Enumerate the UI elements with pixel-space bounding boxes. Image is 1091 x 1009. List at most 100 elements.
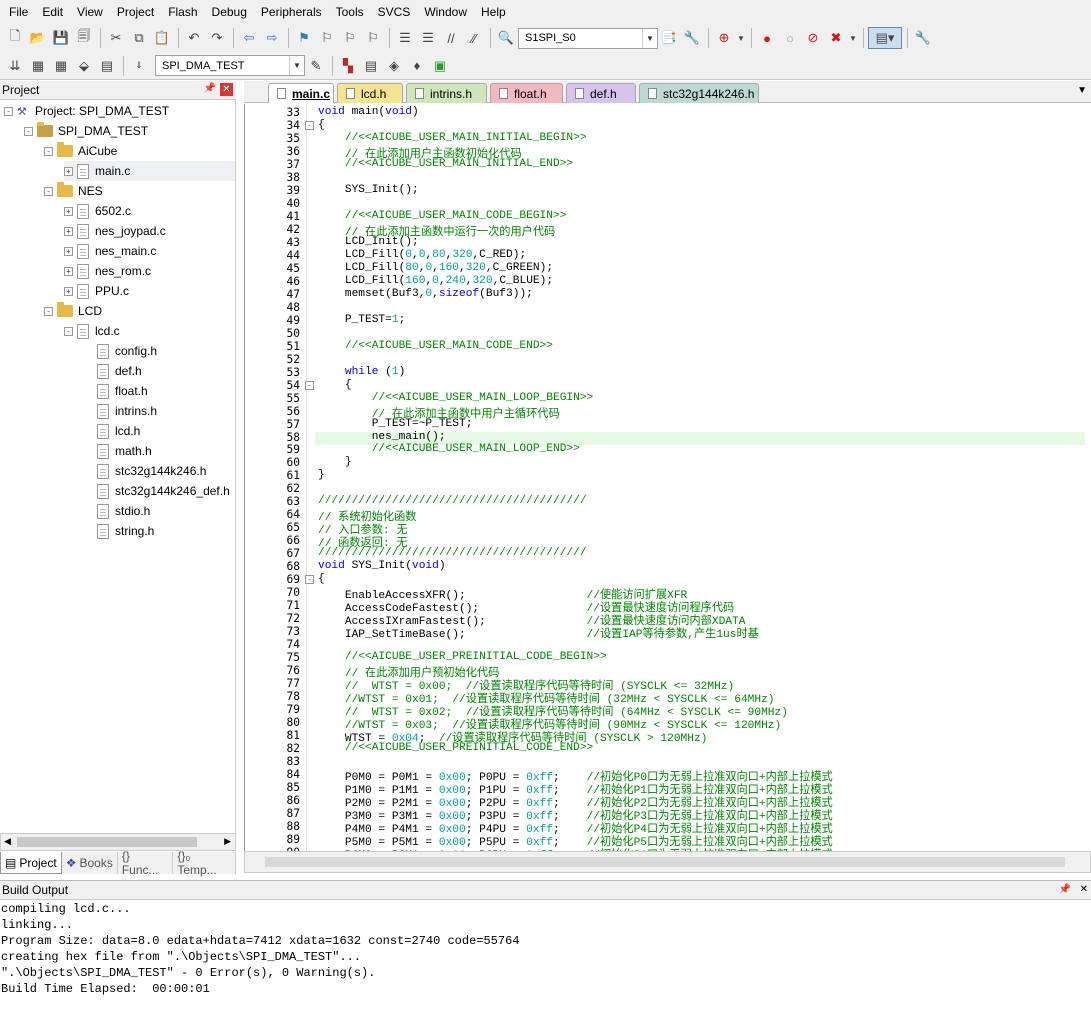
editor-tab[interactable]: float.h [490,83,563,103]
tree-item[interactable]: -lcd.c [64,321,235,341]
editor-tab[interactable]: lcd.h [337,83,403,103]
next-bookmark-icon[interactable]: ⚐ [344,30,356,45]
target-select[interactable]: SPI_DMA_TEST▼ [155,55,305,76]
tree-item[interactable]: -SPI_DMA_TEST [24,121,235,141]
tree-item[interactable]: def.h [84,361,235,381]
code-line[interactable]: //<<AICUBE_USER_MAIN_CODE_BEGIN>> [344,209,567,222]
fold-toggle-icon[interactable]: - [305,575,314,585]
scrollbar-thumb[interactable] [265,857,1065,867]
tree-item[interactable]: lcd.h [84,421,235,441]
collapse-icon[interactable]: - [24,126,33,136]
copy-icon[interactable]: ⧉ [134,30,144,45]
open-folder-icon[interactable]: 📂 [29,30,47,45]
code-line[interactable]: //WTST = 0x01; //设置读取程序代码等待时间 (32MHz < S… [344,694,775,707]
tree-item[interactable]: stdio.h [84,501,235,521]
menu-item-flash[interactable]: Flash [168,5,198,19]
editor-tab[interactable]: stc32g144k246.h [639,83,759,103]
tree-item[interactable]: stc32g144k246_def.h [84,481,235,501]
code-line[interactable]: P_TEST=1; [318,313,406,326]
tab-books[interactable]: ❖Books [62,852,118,874]
code-line[interactable]: IAP_SetTimeBase(); //设置IAP等待参数,产生1us时基 [318,629,759,642]
menu-item-tools[interactable]: Tools [335,5,364,19]
code-line[interactable]: // 在此添加主函数中用户主循环代码 [371,408,560,421]
close-icon[interactable]: ✕ [220,83,233,96]
collapse-icon[interactable]: - [44,146,53,156]
menu-item-view[interactable]: View [77,5,103,19]
build-icon[interactable]: ▦ [31,57,45,73]
menu-item-peripherals[interactable]: Peripherals [260,5,322,19]
code-line[interactable]: SYS_Init(); [318,183,419,196]
build-output-pane[interactable]: compiling lcd.c...linking...Program Size… [0,901,1091,1009]
tree-item[interactable]: +6502.c [64,201,235,221]
kill-all-breakpoints-icon[interactable]: ✖ [830,30,842,45]
code-line[interactable]: EnableAccessXFR(); //使能访问扩展XFR [318,590,688,603]
editor-horizontal-scrollbar[interactable] [244,851,1091,873]
debug-session-icon[interactable]: ⊕ [718,30,730,45]
scroll-right-icon[interactable]: ▶ [224,836,231,846]
code-line[interactable]: AccessIXramFastest(); //设置最快速度访问内部XDATA [318,616,746,629]
tree-item[interactable]: intrins.h [84,401,235,421]
code-line[interactable]: } [318,456,352,469]
menu-item-window[interactable]: Window [424,5,467,19]
find-combo[interactable]: S1SPI_S0▼ [518,27,658,49]
scrollbar-thumb[interactable] [17,837,197,847]
aicube-icon[interactable]: ▣ [433,57,447,73]
code-line[interactable]: LCD_Fill(80,0,160,320,C_GREEN); [318,261,554,274]
chevron-down-icon[interactable]: ▼ [849,33,857,43]
close-icon[interactable]: ✕ [1079,884,1088,895]
expand-icon[interactable]: + [64,206,73,216]
bookmark-icon[interactable]: ⚑ [298,30,310,45]
disable-breakpoint-icon[interactable]: ○ [786,30,794,46]
code-line[interactable]: // 在此添加用户预初始化代码 [344,668,500,681]
code-line[interactable]: //////////////////////////////////////// [318,547,587,560]
code-line[interactable]: //<<AICUBE_USER_PREINITIAL_CODE_END>> [344,742,594,755]
cut-icon[interactable]: ✂ [110,30,122,45]
menu-item-edit[interactable]: Edit [42,5,64,19]
code-line[interactable]: void main(void) [318,106,419,118]
code-line[interactable]: memset(Buf3,0,sizeof(Buf3)); [318,287,533,300]
fold-toggle-icon[interactable]: - [305,120,314,130]
code-line[interactable]: //<<AICUBE_USER_MAIN_INITIAL_END>> [344,157,574,170]
editor-tab[interactable]: main.c [268,83,334,103]
tree-item[interactable]: +nes_rom.c [64,261,235,281]
incremental-find-icon[interactable]: 🔧 [683,30,701,45]
code-line[interactable]: //////////////////////////////////////// [318,495,587,508]
disable-all-breakpoints-icon[interactable]: ⊘ [807,30,819,45]
editor-tab[interactable]: def.h [566,83,636,103]
code-line[interactable]: AccessCodeFastest(); //设置最快速度访问程序代码 [318,603,735,616]
tab-templates[interactable]: {}₀ Temp... [173,849,236,877]
tree-item[interactable]: +nes_joypad.c [64,221,235,241]
code-line[interactable]: P5M0 = P5M1 = 0x00; P5PU = 0xff; //初始化P5… [318,836,833,849]
tree-item[interactable]: float.h [84,381,235,401]
code-line[interactable]: // 入口参数: 无 [318,525,408,538]
paste-icon[interactable]: 📋 [153,30,171,45]
code-line[interactable]: void SYS_Init(void) [318,560,446,573]
menu-item-debug[interactable]: Debug [211,5,247,19]
expand-icon[interactable]: + [64,286,73,296]
editor-tab[interactable]: intrins.h [406,83,487,103]
back-arrow-icon[interactable]: ⇦ [243,30,255,45]
project-horizontal-scrollbar[interactable]: ◀ ▶ [0,833,236,851]
download-load-icon[interactable]: ⇓ [135,60,143,70]
save-icon[interactable]: 💾 [52,30,70,45]
collapse-icon[interactable]: - [4,106,13,116]
target-options-icon[interactable]: ✎ [310,57,322,73]
tree-item[interactable]: +PPU.c [64,281,235,301]
code-line[interactable]: P_TEST=~P_TEST; [318,417,473,430]
code-line[interactable]: //<<AICUBE_USER_PREINITIAL_CODE_BEGIN>> [344,651,607,664]
pin-icon[interactable]: 📌 [203,83,216,94]
find-in-files-icon[interactable]: 🔍 [497,30,515,45]
chevron-down-icon[interactable]: ▼ [737,33,745,43]
menu-item-project[interactable]: Project [116,5,155,19]
code-line[interactable]: // WTST = 0x00; //设置读取程序代码等待时间 (SYSCLK <… [344,681,735,694]
save-all-icon[interactable]: 🗐 [77,28,91,43]
forward-arrow-icon[interactable]: ⇨ [266,30,278,45]
tree-item[interactable]: math.h [84,441,235,461]
expand-icon[interactable]: + [64,266,73,276]
undo-icon[interactable]: ↶ [188,30,200,45]
code-line[interactable]: P3M0 = P3M1 = 0x00; P3PU = 0xff; //初始化P3… [318,810,833,823]
manage-project-items-icon[interactable]: ▚ [343,57,353,73]
tree-item[interactable]: string.h [84,521,235,541]
rebuild-icon[interactable]: ▦ [54,57,68,73]
